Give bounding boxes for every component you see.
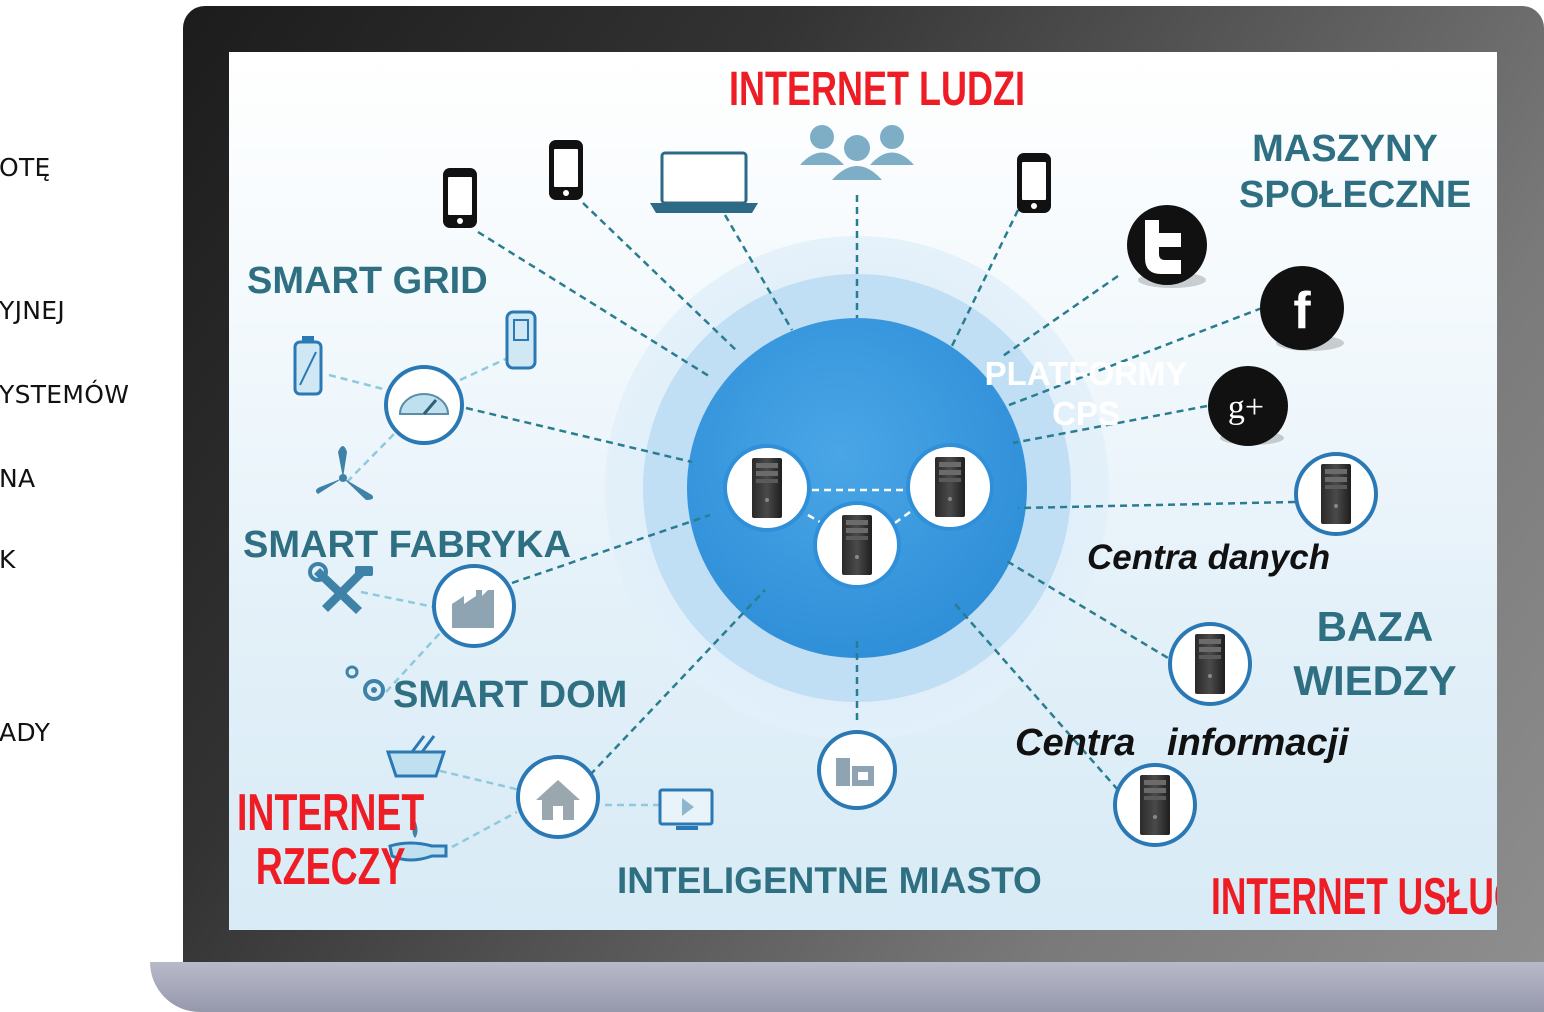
smart-dom-label: SMART DOM bbox=[393, 674, 628, 716]
server-icon bbox=[723, 444, 811, 532]
city-building-icon bbox=[817, 730, 897, 810]
maszyny-line2: SPOŁECZNE bbox=[1239, 174, 1472, 216]
baza-line1: BAZA bbox=[1316, 603, 1434, 650]
battery-icon bbox=[293, 336, 323, 396]
gears-icon bbox=[345, 665, 385, 701]
basket-icon bbox=[385, 735, 447, 778]
battery-icon bbox=[505, 310, 537, 370]
facebook-icon: f bbox=[1260, 266, 1344, 351]
wind-turbine-icon bbox=[315, 446, 374, 500]
cps-title-line2: CPS bbox=[1052, 395, 1120, 432]
internet-rzeczy-line2: RZECZY bbox=[255, 838, 406, 896]
internet-rzeczy-label: INTERNET RZECZY bbox=[237, 786, 424, 894]
server-icon bbox=[813, 501, 901, 589]
baza-wiedzy-label: BAZA WIEDZY bbox=[1273, 600, 1477, 708]
server-icon bbox=[1168, 622, 1252, 706]
centra-danych-label: Centra danych bbox=[1087, 538, 1331, 577]
cps-title-line1: PLATFORMY bbox=[984, 355, 1188, 392]
smart-grid-label: SMART GRID bbox=[247, 260, 488, 302]
centra-informacji-label: Centra informacji bbox=[1015, 722, 1349, 764]
laptop-base bbox=[150, 962, 1544, 1012]
side-list: OTĘ YJNEJ YSTEMÓW NA K ADY bbox=[0, 0, 190, 1011]
laptop-screen: f g+ bbox=[229, 52, 1497, 930]
inteligentne-miasto-label: INTELIGENTNE MIASTO bbox=[617, 860, 1042, 901]
side-list-item: YJNEJ bbox=[0, 296, 66, 325]
svg-text:f: f bbox=[1293, 282, 1311, 340]
factory-icon bbox=[432, 564, 516, 648]
smart-fabryka-label: SMART FABRYKA bbox=[243, 524, 571, 566]
internet-rzeczy-line1: INTERNET bbox=[237, 784, 425, 842]
cps-platform-title: PLATFORMY CPS bbox=[983, 354, 1189, 434]
side-list-item: YSTEMÓW bbox=[0, 380, 130, 409]
side-list-item: NA bbox=[0, 464, 36, 493]
smartphone-icon bbox=[1017, 153, 1051, 213]
connector-lines bbox=[465, 195, 1296, 791]
server-icon bbox=[1294, 452, 1378, 536]
smartphone-icon bbox=[549, 140, 583, 200]
tools-icon bbox=[308, 562, 373, 614]
hand-water-icon bbox=[388, 820, 448, 862]
baza-line2: WIEDZY bbox=[1293, 657, 1457, 704]
users-icon bbox=[800, 125, 914, 180]
maszyny-line1: MASZYNY bbox=[1252, 128, 1438, 170]
tv-icon bbox=[658, 788, 714, 830]
google-plus-icon: g+ bbox=[1208, 366, 1288, 446]
internet-uslug-label: INTERNET USŁUG bbox=[1211, 868, 1497, 926]
side-list-item: K bbox=[0, 545, 16, 574]
server-icon bbox=[906, 443, 994, 531]
cps-diagram: f g+ bbox=[293, 125, 1378, 862]
svg-text:g+: g+ bbox=[1228, 389, 1264, 426]
gauge-icon bbox=[384, 365, 464, 445]
smartphone-icon bbox=[443, 168, 477, 228]
side-list-item: OTĘ bbox=[0, 153, 51, 182]
twitter-icon bbox=[1127, 205, 1207, 288]
home-icon bbox=[516, 755, 600, 839]
internet-ludzi-label: INTERNET LUDZI bbox=[729, 63, 1025, 116]
local-lines bbox=[328, 355, 660, 849]
maszyny-spoleczne-label: MASZYNY SPOŁECZNE bbox=[1239, 126, 1472, 218]
server-icon bbox=[1113, 763, 1197, 847]
side-list-item: ADY bbox=[0, 718, 51, 747]
laptop-icon bbox=[650, 151, 758, 213]
